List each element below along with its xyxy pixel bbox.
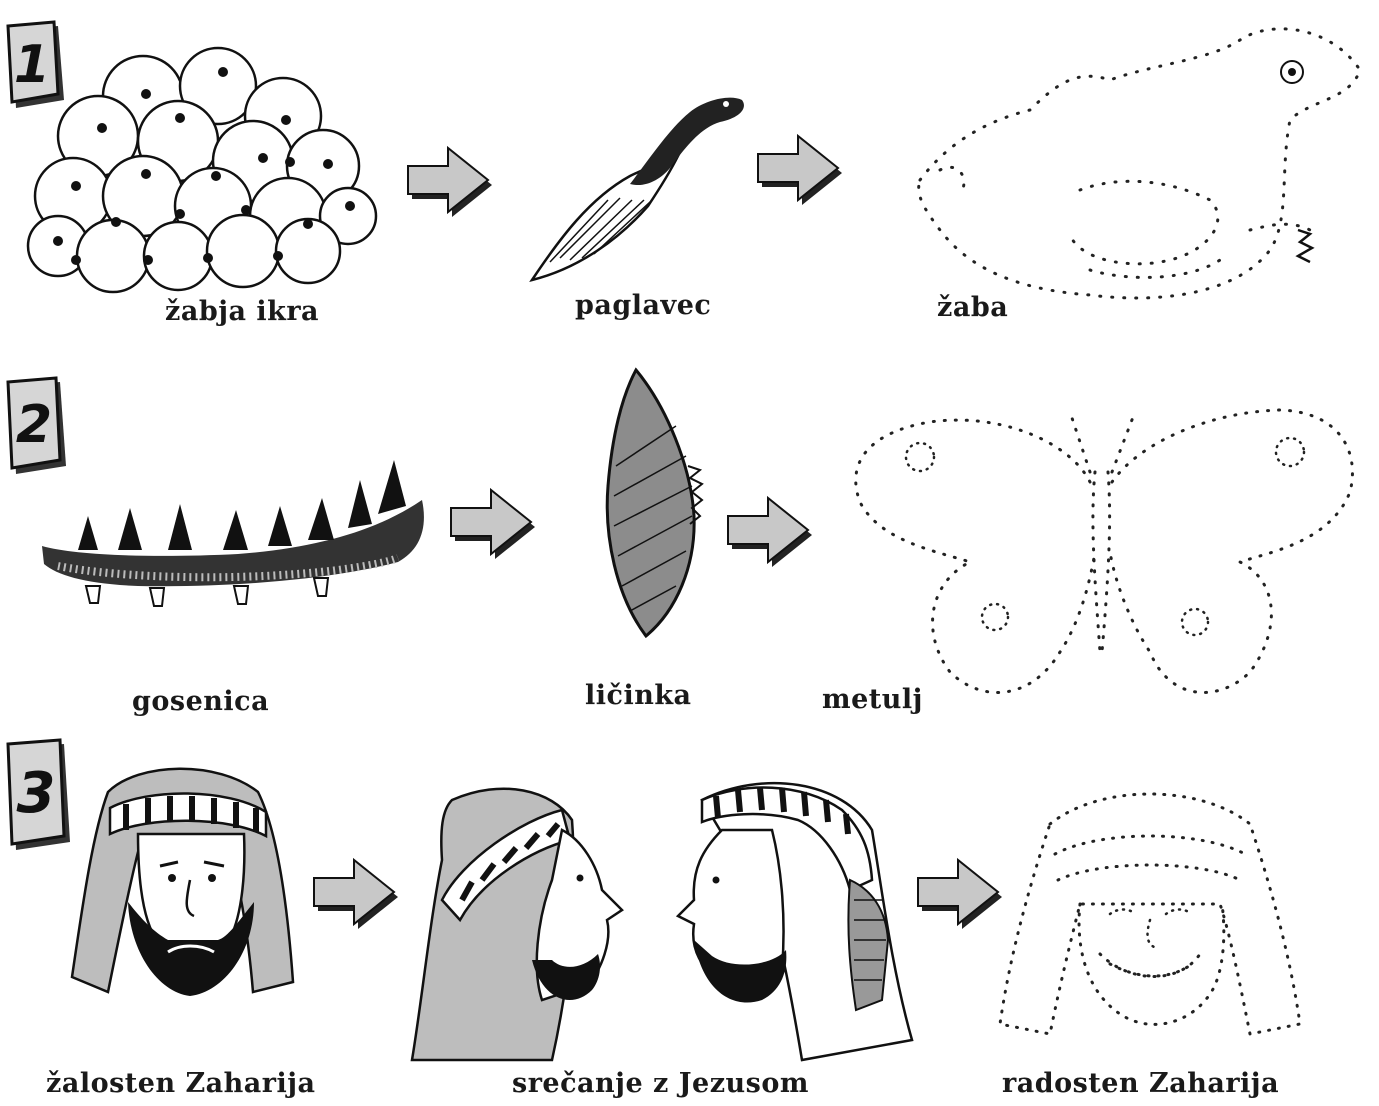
label-meeting-jesus: srečanje z Jezusom (512, 1068, 809, 1099)
label-frog-spawn: žabja ikra (165, 296, 319, 327)
caterpillar-illustration (38, 458, 438, 618)
right-arrow-icon (912, 852, 1002, 932)
dotted-happy-zacchaeus-outline (1000, 784, 1300, 1044)
tadpole-illustration (520, 88, 750, 288)
right-arrow-icon (722, 490, 812, 570)
sad-zacchaeus-illustration (68, 752, 298, 1017)
right-arrow-icon (445, 482, 535, 562)
svg-text:3: 3 (17, 761, 56, 826)
number-badge-3: 3 (8, 740, 74, 855)
right-arrow-icon (752, 128, 842, 208)
chrysalis-illustration (596, 366, 706, 641)
label-tadpole: paglavec (575, 290, 711, 321)
label-sad-zacchaeus: žalosten Zaharija (46, 1068, 316, 1099)
meeting-jesus-illustration (402, 770, 920, 1060)
label-chrysalis: ličinka (585, 680, 692, 711)
dotted-butterfly-outline (850, 402, 1360, 712)
label-happy-zacchaeus: radosten Zaharija (1002, 1068, 1279, 1099)
label-caterpillar: gosenica (132, 686, 269, 717)
frog-spawn-illustration (28, 46, 378, 291)
svg-text:2: 2 (16, 395, 52, 455)
right-arrow-icon (402, 140, 492, 220)
label-butterfly: metulj (822, 684, 923, 715)
dotted-frog-outline (910, 20, 1370, 310)
right-arrow-icon (308, 852, 398, 932)
label-frog: žaba (937, 292, 1008, 323)
